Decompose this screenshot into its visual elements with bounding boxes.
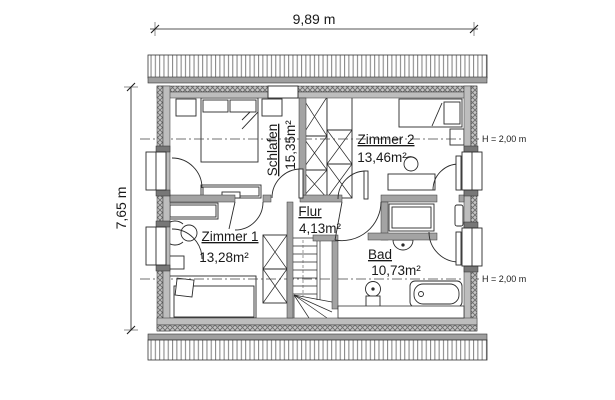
stool-back xyxy=(405,156,418,161)
door-leaf-bad-right xyxy=(455,231,462,266)
door-leaf-zimmer2 xyxy=(363,170,369,200)
shower-tray-inner xyxy=(391,206,432,229)
doors xyxy=(171,155,462,266)
toilet-drain xyxy=(371,287,375,291)
windows xyxy=(145,85,483,273)
zimmer1-label: Zimmer 1 xyxy=(202,229,259,244)
dim-tick xyxy=(126,82,136,92)
dimension-depth: 7,65 m xyxy=(113,82,138,335)
pillow-icon xyxy=(174,277,195,298)
exterior-wall-left xyxy=(156,85,164,332)
dimension-width: 9,89 m xyxy=(150,11,479,36)
zimmer1-area: 13,28m² xyxy=(199,250,249,265)
exterior-walls xyxy=(156,85,478,332)
exterior-wall-right xyxy=(470,85,478,332)
room-zimmer2-furniture xyxy=(387,98,465,191)
pillow-icon xyxy=(202,99,229,113)
exterior-wall-top xyxy=(156,85,478,93)
flur-label: Flur xyxy=(298,204,322,219)
dimension-width-label: 9,89 m xyxy=(293,11,336,27)
flur-area: 4,13m² xyxy=(299,221,342,236)
nightstand-icon xyxy=(175,98,197,117)
door-leaf-schlafen xyxy=(298,168,304,199)
dim-tick xyxy=(150,24,160,34)
desk-icon xyxy=(387,173,436,191)
wardrobe-zimmer1 xyxy=(262,234,288,304)
window-top xyxy=(267,85,299,99)
zimmer2-label: Zimmer 2 xyxy=(358,132,415,147)
height-marker-labels: H = 2,00 m H = 2,00 m xyxy=(482,134,526,284)
toilet-body xyxy=(365,295,381,308)
schlafen-area: 15,35m² xyxy=(283,120,298,170)
schlafen-label: Schlafen xyxy=(265,124,280,177)
sideboard-inner xyxy=(169,204,217,218)
stair-stringer xyxy=(316,238,321,300)
blanket-fold-icon xyxy=(241,111,259,130)
height-label-upper: H = 2,00 m xyxy=(482,134,526,144)
pillow-icon xyxy=(229,99,257,113)
room-zimmer1-furniture xyxy=(162,202,257,319)
door-leaf-bad xyxy=(334,201,343,241)
small-table-icon xyxy=(167,255,185,270)
knee-wall-storage xyxy=(337,305,465,319)
room-labels: Schlafen 15,35m² Zimmer 2 13,46m² Flur 4… xyxy=(199,120,421,278)
height-lines xyxy=(140,138,480,280)
door-leaf-zimmer1 xyxy=(228,201,236,230)
bathtub-drain xyxy=(418,291,424,297)
exterior-wall-bottom xyxy=(156,324,478,332)
dim-tick xyxy=(126,325,136,335)
door-arc-zimmer2-right xyxy=(432,163,460,191)
dim-tick xyxy=(469,24,479,34)
door-leaf-zimmer2-right xyxy=(455,155,462,191)
blanket-fold-icon xyxy=(431,102,443,127)
window-swing-schlafen xyxy=(171,157,203,189)
basin-drain xyxy=(401,243,405,247)
stair-treads xyxy=(293,237,317,295)
staircase xyxy=(293,237,333,319)
bad-label: Bad xyxy=(368,247,392,262)
roof-band-bottom xyxy=(147,333,488,361)
radiator-icon xyxy=(454,204,464,227)
door-arc-bad-right xyxy=(428,231,460,263)
roof-band-top xyxy=(147,54,488,84)
pillow-icon xyxy=(443,101,461,125)
window-swing-zimmer1 xyxy=(171,228,203,260)
bad-area: 10,73m² xyxy=(371,263,421,278)
wardrobe-center xyxy=(301,96,353,199)
nightstand-icon xyxy=(449,128,465,146)
bathtub-inner xyxy=(413,283,460,305)
zimmer2-area: 13,46m² xyxy=(357,150,407,165)
door-arc-bad xyxy=(334,201,382,242)
door-arc-zimmer2 xyxy=(337,170,367,200)
nightstand-icon xyxy=(261,98,283,117)
stair-winders xyxy=(293,294,333,319)
door-arc-schlafen xyxy=(271,168,302,199)
dimension-depth-label: 7,65 m xyxy=(113,187,129,230)
door-arc-zimmer1 xyxy=(234,201,264,231)
height-label-lower: H = 2,00 m xyxy=(482,274,526,284)
